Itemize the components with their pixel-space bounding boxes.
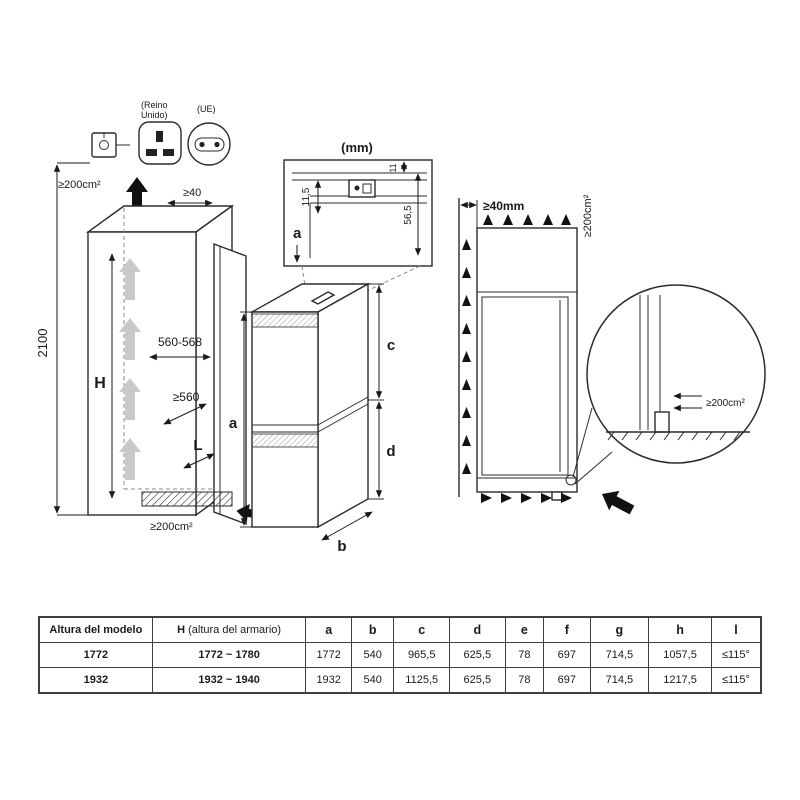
table-header-d: d [449, 616, 506, 643]
eu-plug-label: (UE) [197, 104, 216, 114]
table-cell: ≤115° [710, 667, 762, 694]
freezer-door-vent [251, 433, 319, 448]
front-view-diagram: ≥40mm ≥200cm² [458, 194, 635, 515]
uk-plug-label-2: Unido) [141, 110, 168, 120]
table-cell: 78 [504, 642, 545, 668]
top-vent-label: ≥200cm² [58, 179, 101, 191]
table-cell: 625,5 [449, 667, 506, 694]
detail-circle-frame [586, 284, 766, 464]
detail-frame [283, 159, 433, 267]
detail-units-title: (mm) [341, 140, 373, 155]
detail-dim-56-5: 56,5 [403, 205, 414, 225]
uk-plug-icon [138, 121, 182, 165]
niche-height-label: H [94, 375, 106, 392]
total-height-dimension: 2100 [35, 329, 50, 358]
furniture-door [213, 242, 247, 526]
bottom-vent-label: ≥200cm² [150, 521, 193, 533]
power-icons: (Reino Unido) (UE) [91, 100, 231, 166]
table-header-l: l [710, 616, 762, 643]
cabinet-height-cell: 1932 ~ 1940 [151, 667, 307, 694]
cabinet-front-face [87, 231, 197, 516]
hinge-detail-mm: (mm) 11 56,5 11,5 a [283, 140, 433, 307]
side-vent-label: ≥200cm² [582, 194, 594, 237]
table-header-cabinet-height: H (altura del armario) [151, 616, 307, 643]
model-height-cell: 1772 [38, 642, 153, 668]
plinth-vent-grille [141, 491, 233, 507]
appliance-side-face [317, 282, 369, 529]
dimensions-table: Altura del modelo H (altura del armario)… [38, 616, 762, 694]
front-airflow-arrows [462, 214, 572, 503]
appliance-height-label: a [229, 415, 238, 432]
detail-dim-11: 11 [388, 163, 398, 172]
table-header-row: Altura del modelo H (altura del armario)… [38, 616, 762, 643]
table-cell: 1217,5 [648, 667, 712, 694]
h-bold: H [177, 624, 186, 636]
plinth-intake-arrow [601, 490, 635, 515]
model-height-cell: 1932 [38, 667, 153, 694]
detail-vent-label: ≥200cm² [706, 398, 746, 409]
table-cell: 714,5 [589, 667, 650, 694]
table-header-h: h [648, 616, 712, 643]
table-cell: 697 [543, 642, 591, 668]
table-cell: 625,5 [449, 642, 506, 668]
niche-depth-dimension: ≥560 [173, 390, 200, 404]
front-view-door [481, 296, 569, 476]
table-header-a: a [305, 616, 352, 643]
h-rest: (altura del armario) [185, 624, 282, 636]
front-view-cabinet [476, 227, 578, 493]
fridge-door-vent [251, 313, 319, 328]
top-hinge-plate [310, 291, 336, 305]
table-header-f: f [543, 616, 591, 643]
table-cell: 1932 [305, 667, 352, 694]
plinth-detail-circle: ≥200cm² [565, 284, 766, 486]
table-header-g: g [589, 616, 650, 643]
appliance-depth-label: b [337, 538, 346, 555]
table-row: 1772 1772 ~ 1780 1772 540 965,5 625,5 78… [38, 642, 762, 668]
detail-source-marker [565, 474, 577, 486]
table-cell: 540 [350, 667, 395, 694]
table-header-b: b [350, 616, 395, 643]
table-header-e: e [504, 616, 545, 643]
niche-width-dimension: 560-568 [158, 335, 202, 349]
table-cell: 540 [350, 642, 395, 668]
appliance-foot [551, 491, 563, 501]
appliance-diagram: a c d b [229, 282, 396, 555]
table-cell: 78 [504, 667, 545, 694]
cabinet-height-cell: 1772 ~ 1780 [151, 642, 307, 668]
detail-a-label: a [293, 225, 302, 242]
table-header-model: Altura del modelo [38, 616, 153, 643]
plinth-depth-label: L [193, 437, 202, 454]
table-header-c: c [393, 616, 451, 643]
installation-diagram: (Reino Unido) (UE) 2100 ≥200cm² ≥40 [35, 100, 766, 555]
vent-spacer [654, 411, 670, 433]
table-cell: 714,5 [589, 642, 650, 668]
eu-plug-icon [187, 122, 231, 166]
top-gap-label: ≥40 [183, 187, 201, 199]
appliance-front-face [251, 311, 319, 528]
cabinet-niche-diagram: 2100 ≥200cm² ≥40 H 560-568 ≥560 [35, 162, 267, 533]
lower-door-dim-label: d [386, 443, 395, 460]
upper-door-dim-label: c [387, 337, 395, 354]
table-cell: 1125,5 [393, 667, 451, 694]
table-cell: 1057,5 [648, 642, 712, 668]
airflow-up-arrow [126, 177, 148, 214]
uk-plug-label: (Reino [141, 100, 168, 110]
table-cell: 1772 [305, 642, 352, 668]
table-cell: ≤115° [710, 642, 762, 668]
table-cell: 697 [543, 667, 591, 694]
table-cell: 965,5 [393, 642, 451, 668]
table-row: 1932 1932 ~ 1940 1932 540 1125,5 625,5 7… [38, 667, 762, 694]
interior-airflow-arrows [119, 258, 141, 480]
rear-gap-label: ≥40mm [483, 199, 524, 213]
detail-dim-11-5: 11,5 [301, 187, 312, 206]
